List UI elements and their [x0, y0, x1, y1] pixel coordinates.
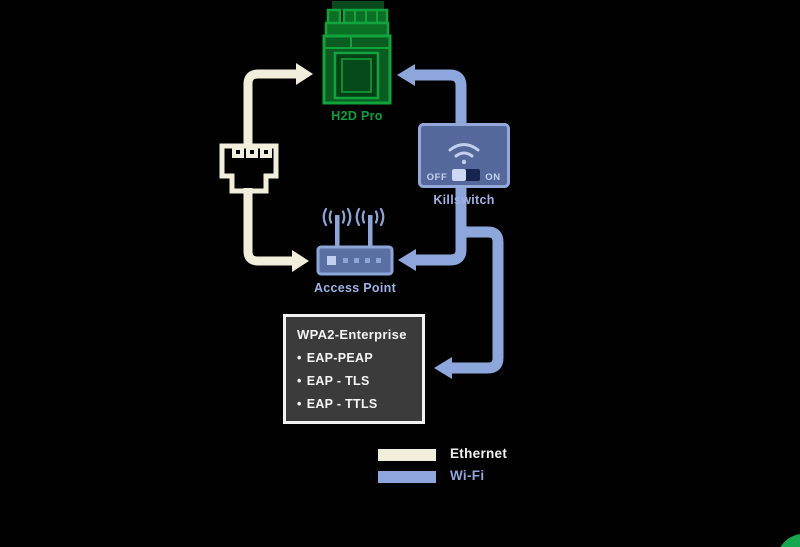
wifi-arrow-to-printer: [397, 64, 467, 126]
bullet-icon: •: [297, 397, 302, 411]
ethernet-arrow-to-access-point: [243, 188, 309, 272]
wpa2-item-eap-peap: • EAP-PEAP: [297, 351, 418, 365]
wpa2-item-label: EAP-PEAP: [306, 351, 373, 365]
wifi-signal-icon: [448, 143, 480, 165]
access-point-icon: [316, 207, 394, 276]
access-point-label: Access Point: [313, 281, 397, 295]
ethernet-port-icon: [219, 143, 279, 194]
bullet-icon: •: [297, 351, 302, 365]
wpa2-item-label: EAP - TTLS: [306, 397, 378, 411]
wifi-arrow-to-access-point: [398, 185, 467, 271]
killswitch-on-label: ON: [485, 172, 500, 183]
wpa2-item-eap-ttls: • EAP - TTLS: [297, 397, 418, 411]
bullet-icon: •: [297, 374, 302, 388]
green-corner-decoration: [780, 534, 800, 547]
wpa2-title: WPA2-Enterprise: [297, 327, 407, 342]
legend-wifi-label: Wi-Fi: [450, 468, 485, 483]
killswitch-toggle: [452, 169, 480, 181]
legend-ethernet-swatch: [378, 449, 436, 461]
legend-wifi-swatch: [378, 471, 436, 483]
wpa2-item-eap-tls: • EAP - TLS: [297, 374, 418, 388]
killswitch-label: Killswitch: [433, 193, 495, 207]
wpa2-enterprise-box: WPA2-Enterprise • EAP-PEAP • EAP - TLS •…: [283, 314, 425, 424]
printer-label: H2D Pro: [331, 109, 383, 123]
killswitch-off-label: OFF: [427, 172, 448, 183]
wpa2-item-label: EAP - TLS: [306, 374, 370, 388]
printer-icon: [322, 1, 392, 105]
wifi-arrow-to-wpa2-box: [434, 226, 504, 379]
ethernet-arrow-to-printer: [243, 63, 313, 147]
legend-ethernet-label: Ethernet: [450, 446, 508, 461]
killswitch-box: OFF ON: [418, 123, 510, 188]
